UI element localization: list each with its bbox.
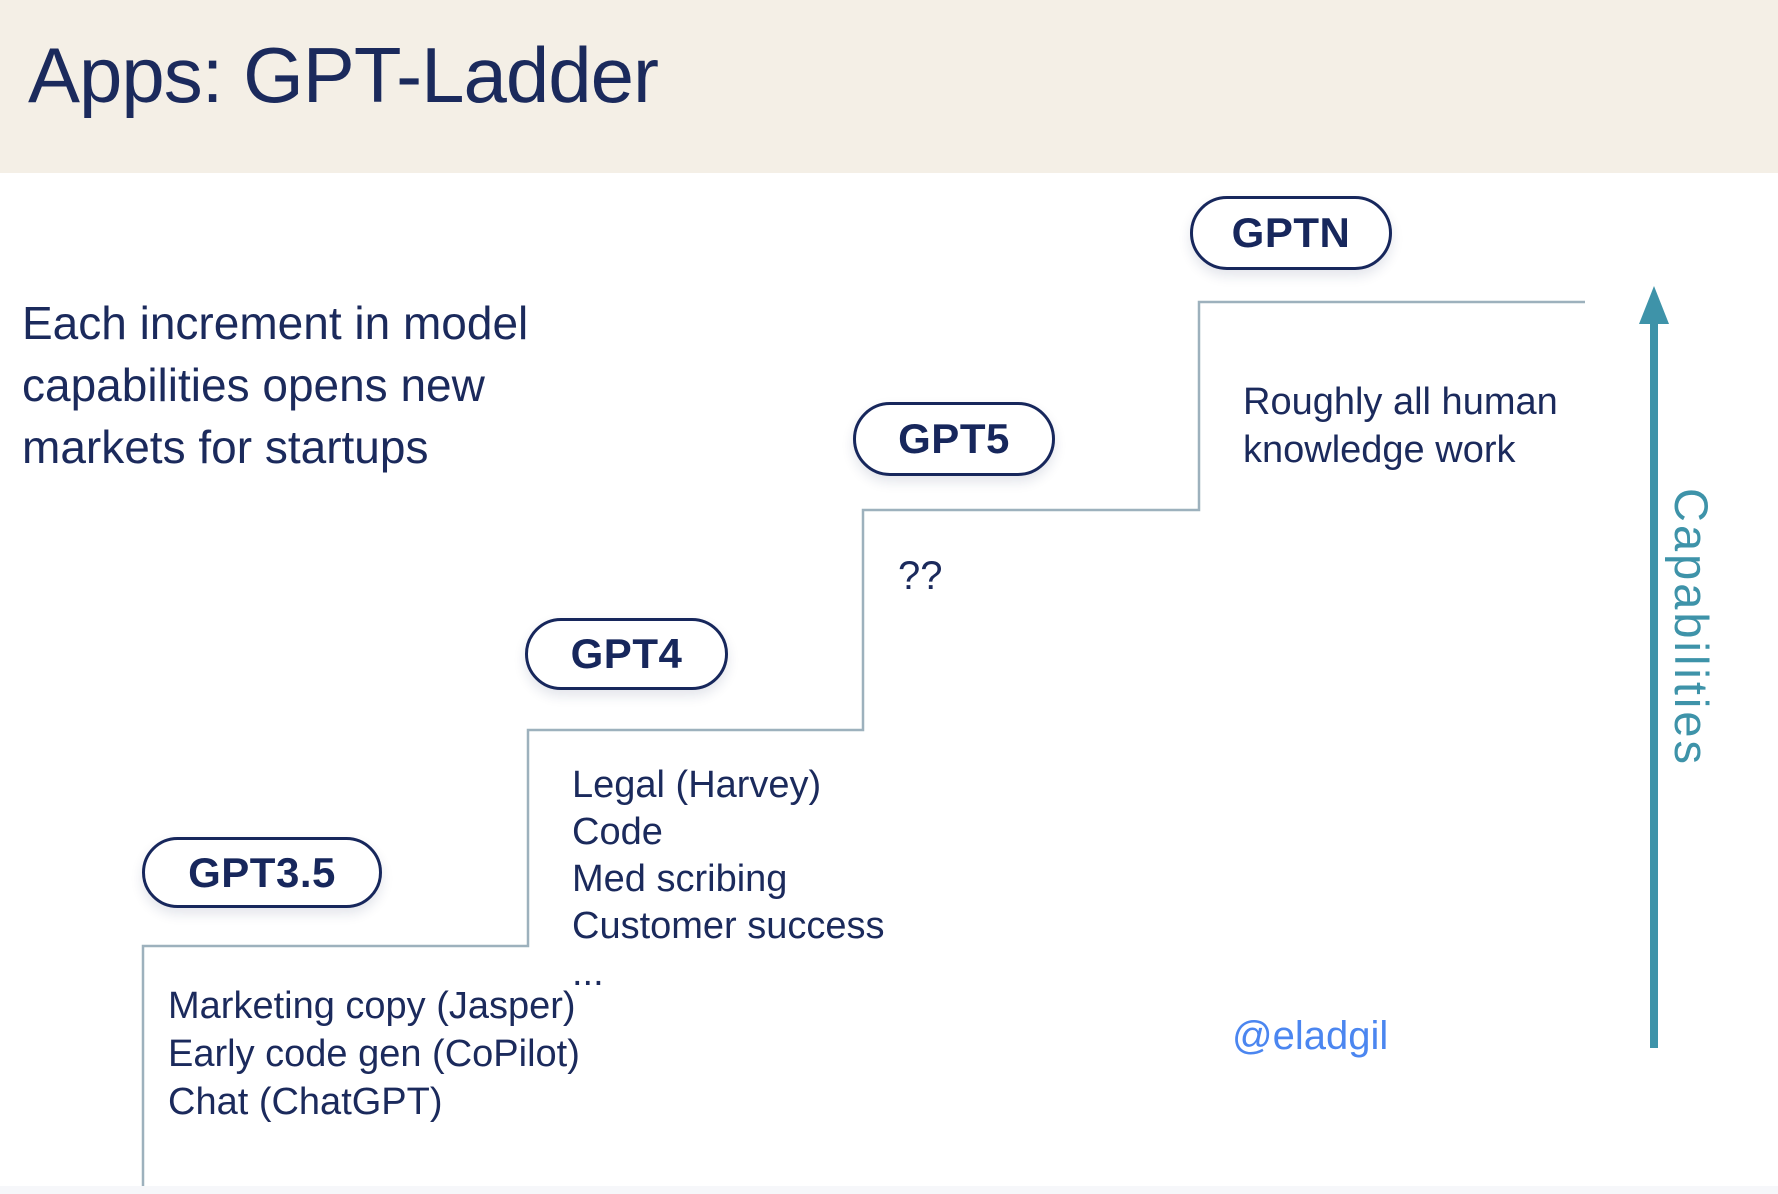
capabilities-arrow (1639, 286, 1669, 1048)
list-item: knowledge work (1243, 429, 1516, 471)
header-band: Apps: GPT-Ladder (0, 0, 1778, 173)
intro-line: capabilities opens new (22, 359, 485, 411)
list-item: Customer success (572, 905, 885, 947)
gpt4-example-list: Legal (Harvey) Code Med scribing Custome… (572, 762, 885, 997)
list-item: Legal (Harvey) (572, 764, 822, 806)
gptn-example-list: Roughly all human knowledge work (1243, 378, 1558, 474)
gptn-pill: GPTN (1190, 196, 1392, 270)
gpt3-5-example-list: Marketing copy (Jasper) Early code gen (… (168, 982, 580, 1126)
gpt5-pill-label: GPT5 (898, 415, 1010, 462)
gpt4-pill: GPT4 (525, 618, 728, 690)
list-item: Roughly all human (1243, 381, 1558, 423)
page-title: Apps: GPT-Ladder (28, 31, 659, 119)
list-item-ellipsis: ... (572, 952, 604, 994)
list-item: Med scribing (572, 858, 788, 900)
gptn-pill-label: GPTN (1231, 209, 1351, 256)
capabilities-axis-label: Capabilities (1665, 488, 1718, 767)
list-item: Chat (ChatGPT) (168, 1081, 443, 1123)
gpt3-5-pill: GPT3.5 (142, 837, 382, 908)
intro-line: Each increment in model (22, 297, 529, 349)
gpt5-example-list: ?? (898, 552, 943, 600)
list-item: ?? (898, 554, 943, 598)
list-item: Marketing copy (Jasper) (168, 985, 576, 1027)
staircase-line (141, 300, 1585, 1186)
bottom-strip (0, 1186, 1778, 1194)
gpt4-pill-label: GPT4 (570, 630, 683, 677)
gpt3-5-pill-label: GPT3.5 (188, 848, 336, 896)
list-item: Early code gen (CoPilot) (168, 1033, 580, 1075)
intro-line: markets for startups (22, 421, 429, 473)
twitter-handle: @eladgil (1232, 1014, 1389, 1058)
intro-paragraph: Each increment in model capabilities ope… (22, 292, 528, 478)
gpt5-pill: GPT5 (853, 402, 1055, 476)
list-item: Code (572, 811, 663, 853)
